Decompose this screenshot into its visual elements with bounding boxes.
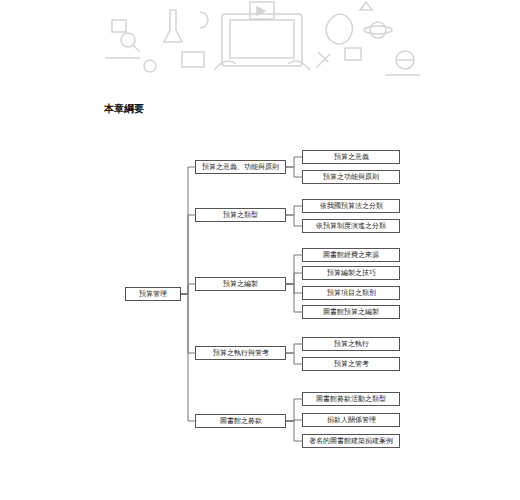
globe-line <box>396 59 414 61</box>
topic-box: 依我國預算法之分類 <box>302 199 400 213</box>
doc-icon <box>112 20 126 32</box>
root-box: 預算管理 <box>125 287 181 301</box>
header-illustration <box>0 0 520 90</box>
topic-box: 圖書館之募款 <box>195 414 286 428</box>
tree-connector <box>286 255 302 284</box>
tree-connector <box>181 284 195 294</box>
box-label: 圖書館之募款 <box>201 417 280 425</box>
deco-line <box>105 57 140 59</box>
play-icon <box>257 7 265 15</box>
tree-connector <box>286 399 302 421</box>
tree-connector <box>286 206 302 215</box>
topic-box: 預算之執行與管考 <box>195 346 286 360</box>
screen-icon <box>230 20 294 58</box>
chapter-title: 本章綱要 <box>104 102 144 116</box>
atom-orbit <box>364 26 392 34</box>
topic-box: 著名的圖書館建築捐建案例 <box>302 434 400 448</box>
tools-icon <box>316 52 330 68</box>
topic-box: 圖書館經費之來源 <box>302 248 400 262</box>
box-label: 圖書館經費之來源 <box>308 251 394 259</box>
box-label: 預算之管考 <box>308 360 394 368</box>
tree-connector <box>286 273 302 284</box>
topic-box: 預算之意義、功能與原則 <box>195 160 286 174</box>
chart-icon <box>345 48 361 60</box>
box-label: 預算之功能與原則 <box>308 173 394 181</box>
monitor-icon <box>222 14 302 66</box>
box-label: 預算項目之類別 <box>308 289 394 297</box>
box-label: 捐款人關係管理 <box>308 416 394 424</box>
tree-connector <box>286 344 302 353</box>
tree-connector <box>181 294 195 421</box>
box-label: 圖書館募款活動之類型 <box>308 395 394 403</box>
gear-icon <box>144 60 156 72</box>
hands-icon <box>214 61 310 70</box>
box-label: 預算管理 <box>131 290 175 298</box>
topic-box: 圖書館募款活動之類型 <box>302 392 400 406</box>
cap-icon <box>360 2 372 10</box>
box-label: 預算之執行與管考 <box>201 349 280 357</box>
globe-icon <box>396 51 414 69</box>
box-label: 預算之意義、功能與原則 <box>201 163 280 171</box>
topic-box: 預算之功能與原則 <box>302 170 400 184</box>
flask-icon <box>164 10 182 42</box>
window-icon <box>182 52 204 67</box>
box-label: 預算編製之技巧 <box>308 269 394 277</box>
video-icon <box>250 2 274 19</box>
box-label: 預算之編製 <box>201 280 280 288</box>
topic-box: 圖書館預算之編製 <box>302 305 400 319</box>
box-label: 預算之執行 <box>308 340 394 348</box>
topic-box: 預算編製之技巧 <box>302 266 400 280</box>
brain-icon <box>326 14 353 44</box>
tree-connector <box>286 167 302 177</box>
topic-box: 預算之意義 <box>302 150 400 164</box>
topic-box: 依預算制度演進之分類 <box>302 219 400 233</box>
topic-box: 預算之編製 <box>195 277 286 291</box>
magnifier-icon <box>121 33 135 47</box>
topic-box: 預算之執行 <box>302 337 400 351</box>
deco-line <box>385 74 420 76</box>
box-label: 預算之意義 <box>308 153 394 161</box>
atom-icon <box>370 22 386 38</box>
tree-connector <box>286 284 302 312</box>
box-label: 依預算制度演進之分類 <box>308 222 394 230</box>
tree-connector <box>286 215 302 226</box>
box-label: 預算之類型 <box>201 211 280 219</box>
tree-connector <box>286 157 302 167</box>
magnifier-handle <box>133 45 140 52</box>
topic-box: 預算之管考 <box>302 357 400 371</box>
box-label: 依我國預算法之分類 <box>308 202 394 210</box>
tree-connector <box>181 167 195 294</box>
topic-box: 預算項目之類別 <box>302 286 400 300</box>
topic-box: 預算之類型 <box>195 208 286 222</box>
magnet-icon <box>200 12 208 28</box>
topic-box: 捐款人關係管理 <box>302 413 400 427</box>
tree-connector <box>181 215 195 294</box>
tree-connector <box>286 421 302 441</box>
box-label: 著名的圖書館建築捐建案例 <box>308 437 394 445</box>
box-label: 圖書館預算之編製 <box>308 308 394 316</box>
tree-connector <box>286 353 302 364</box>
